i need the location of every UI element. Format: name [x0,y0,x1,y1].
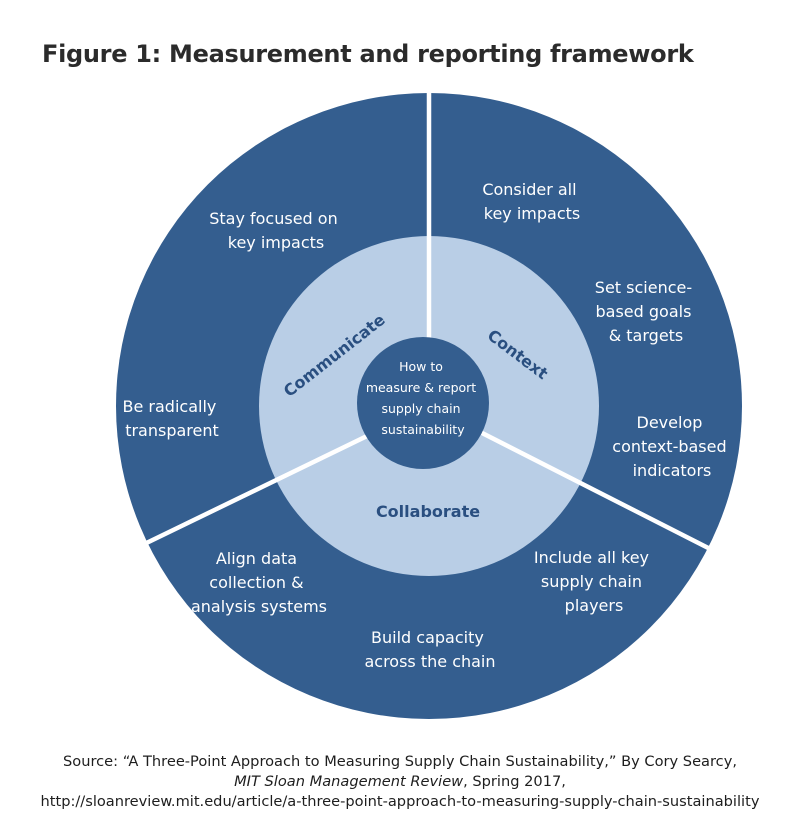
source-line-1: Source: “A Three-Point Approach to Measu… [63,753,737,770]
center-circle [357,337,489,469]
context-item-indicators: Develop context-based indicators [612,413,731,480]
collaborate-item-align-data: Align data collection & analysis systems [191,549,327,616]
context-item-consider-impacts: Consider all key impacts [482,180,581,223]
source-url: http://sloanreview.mit.edu/article/a-thr… [40,793,760,810]
collaborate-item-build-capacity: Build capacity across the chain [364,628,495,671]
communicate-item-transparent: Be radically transparent [123,397,222,440]
source-line-2: MIT Sloan Management Review, Spring 2017… [0,772,800,792]
source-journal: MIT Sloan Management Review [234,773,464,790]
collaborate-label: Collaborate [376,502,480,521]
context-item-science-goals: Set science- based goals & targets [595,278,697,345]
communicate-item-stay-focused: Stay focused on key impacts [209,209,343,252]
source-date: , Spring 2017, [463,773,566,790]
figure-title: Figure 1: Measurement and reporting fram… [42,40,694,68]
center-text: How to measure & report supply chain sus… [366,359,480,437]
source-citation: Source: “A Three-Point Approach to Measu… [0,752,800,812]
collaborate-item-supply-chain-players: Include all key supply chain players [534,548,654,615]
